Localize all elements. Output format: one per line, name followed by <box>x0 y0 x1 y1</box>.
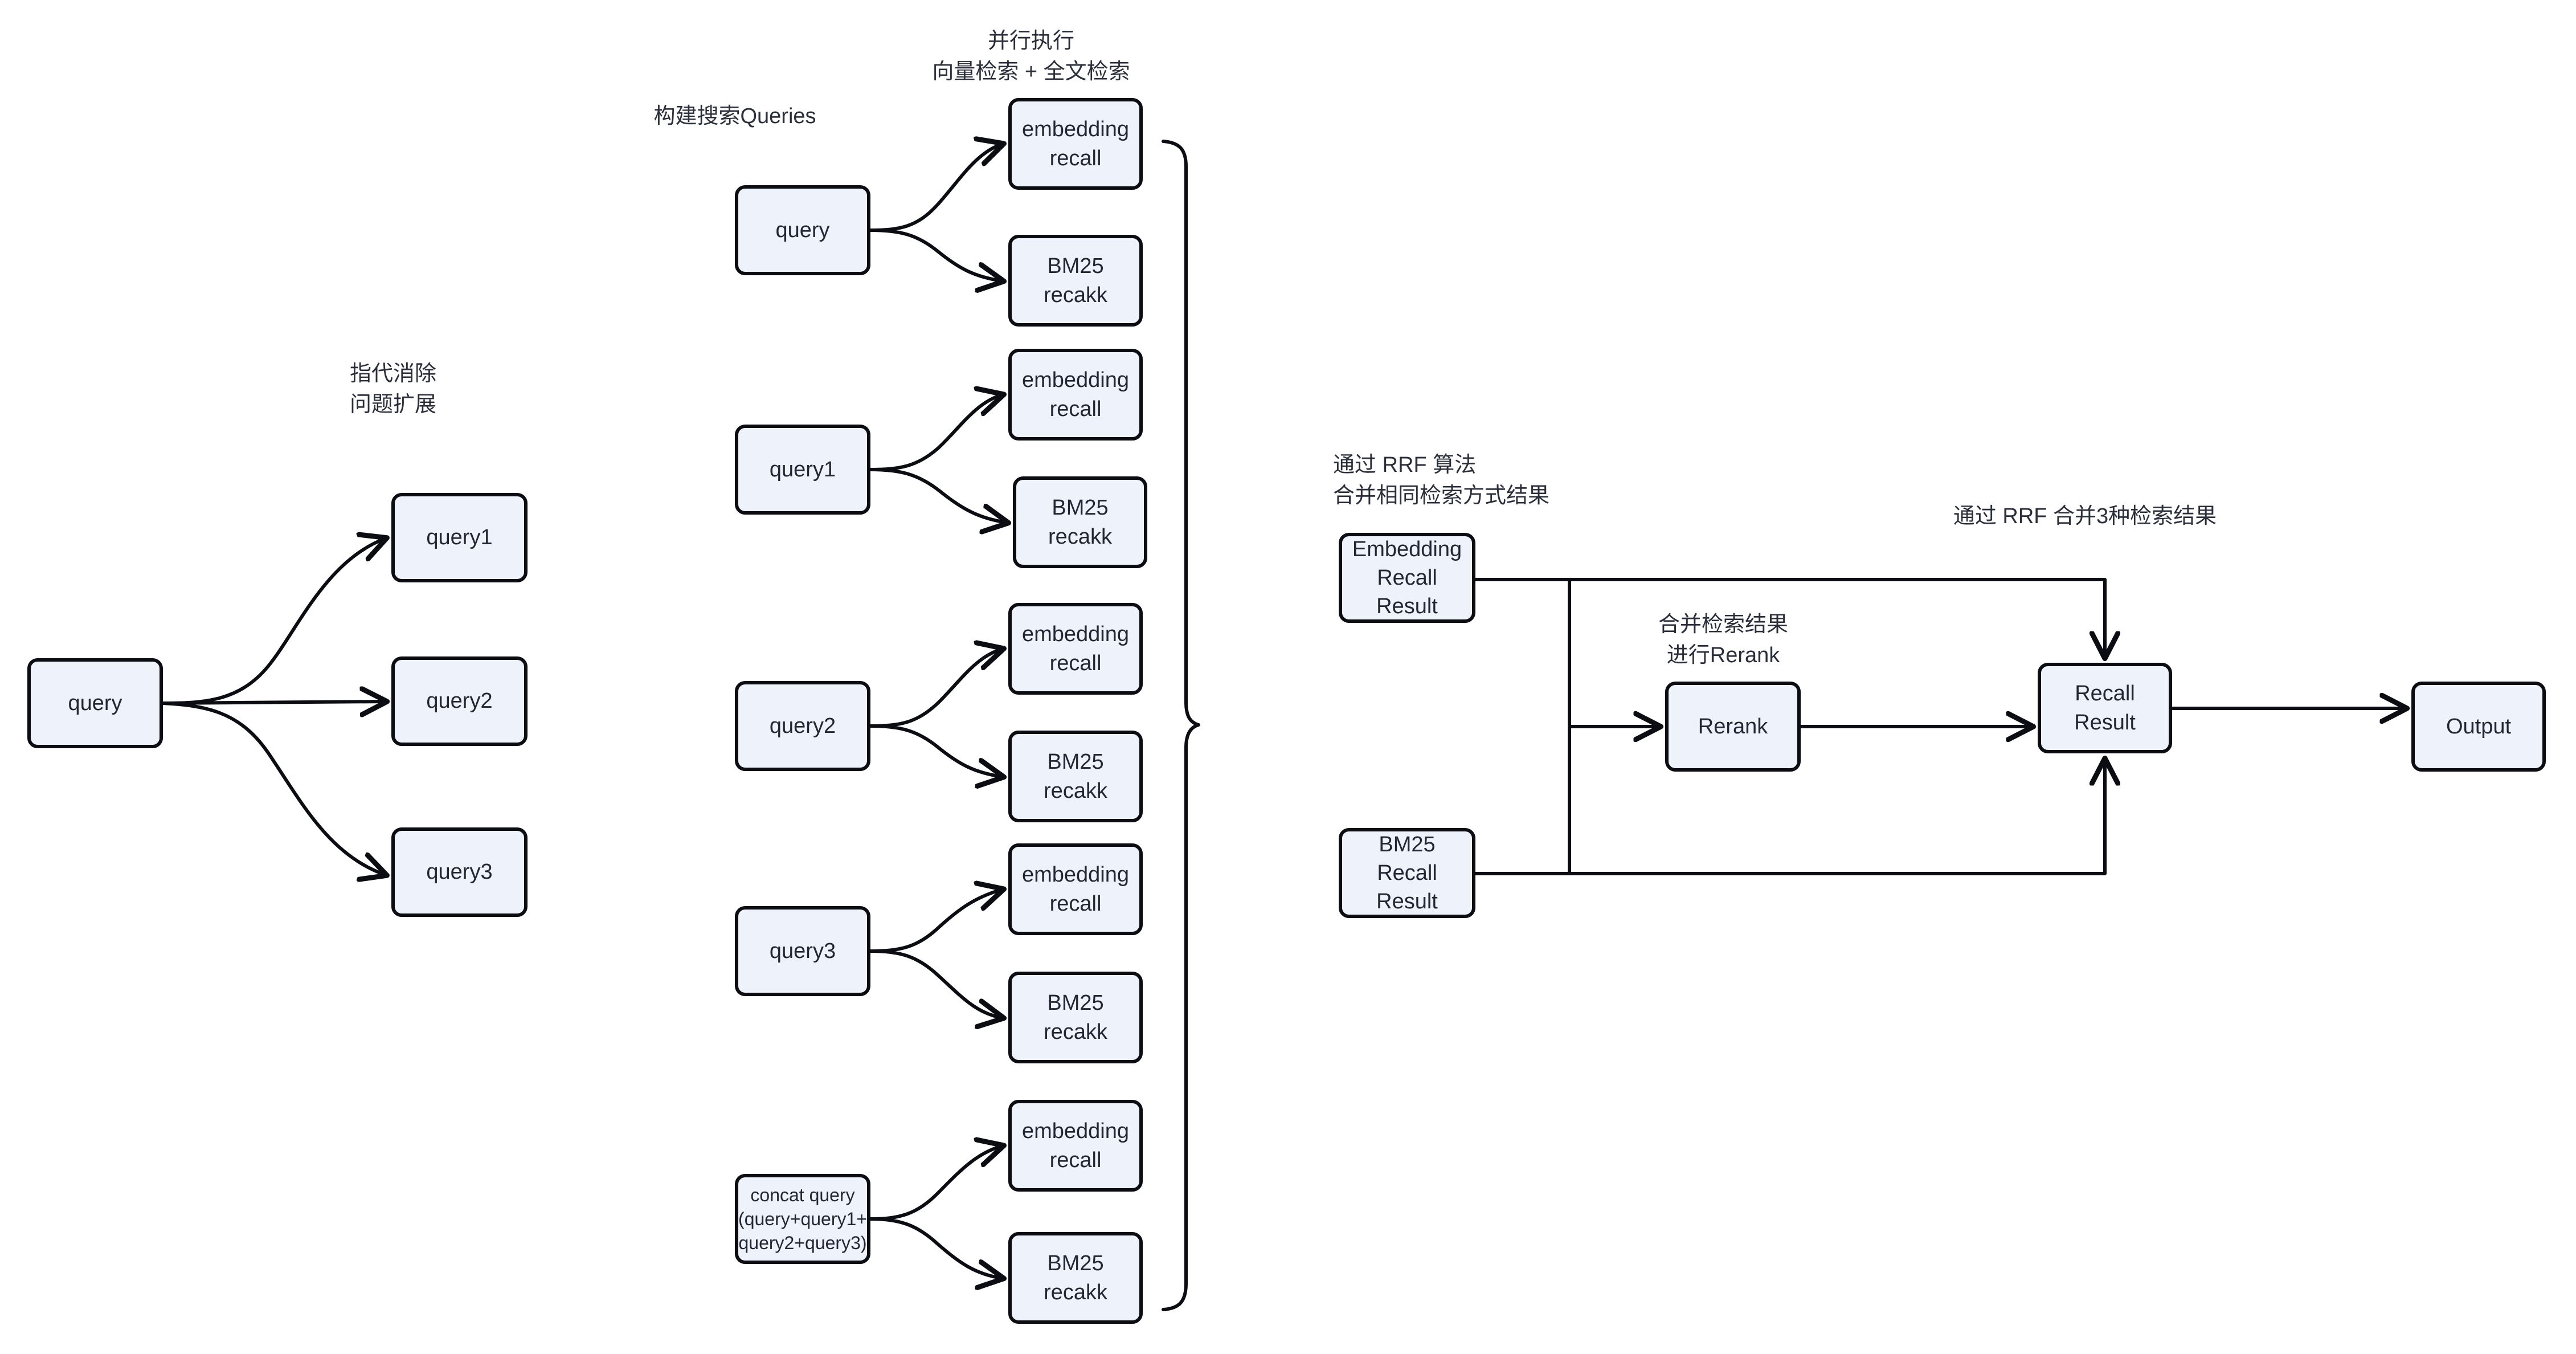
edge-midquery3-to-bm25-4 <box>869 949 1002 1018</box>
edge-query-to-query2 <box>161 702 385 703</box>
edge-query-to-query1 <box>161 539 385 705</box>
node-output[interactable]: Output <box>2411 682 2546 772</box>
node-embedding-recall-2[interactable]: embedding recall <box>1008 349 1143 441</box>
edge-trunk-to-rerank <box>1568 578 1659 875</box>
edge-midquery1-to-emb2 <box>869 395 1002 471</box>
node-embedding-recall-1[interactable]: embedding recall <box>1008 98 1143 190</box>
node-bm25-recall-5[interactable]: BM25 recakk <box>1008 1232 1143 1324</box>
node-embedding-recall-4[interactable]: embedding recall <box>1008 843 1143 935</box>
edge-midquery2-to-emb3 <box>869 649 1002 728</box>
node-embedding-recall-result[interactable]: Embedding Recall Result <box>1339 533 1475 623</box>
note-parallel-execution: 并行执行 向量检索 + 全文检索 <box>932 29 1130 84</box>
node-bm25-recall-4[interactable]: BM25 recakk <box>1008 972 1143 1063</box>
edge-midquery2-to-bm25-3 <box>869 724 1002 777</box>
node-bm25-recall-1[interactable]: BM25 recakk <box>1008 235 1143 327</box>
node-embedding-recall-5[interactable]: embedding recall <box>1008 1100 1143 1192</box>
edge-midquery-to-emb1 <box>869 144 1002 232</box>
edge-midquery1-to-bm25-2 <box>869 468 1007 523</box>
recall-group-brace <box>1162 140 1200 1311</box>
node-mid-query2[interactable]: query2 <box>735 681 870 771</box>
edge-embresult-to-recallresult <box>1474 578 2105 656</box>
node-bm25-recall-2[interactable]: BM25 recakk <box>1013 476 1147 568</box>
note-rewrite: 指代消除 问题扩展 <box>349 362 436 417</box>
node-query2-left[interactable]: query2 <box>391 656 528 746</box>
node-query3-left[interactable]: query3 <box>391 827 528 917</box>
node-mid-query3[interactable]: query3 <box>735 906 870 996</box>
edge-midquery3-to-emb4 <box>869 890 1002 953</box>
note-build-queries: 构建搜索Queries <box>653 104 816 128</box>
edge-query-to-query3 <box>161 702 385 875</box>
edge-concat-to-bm25-5 <box>869 1217 1002 1278</box>
node-recall-result[interactable]: Recall Result <box>2038 663 2172 753</box>
node-mid-query1[interactable]: query1 <box>735 425 870 515</box>
node-embedding-recall-3[interactable]: embedding recall <box>1008 603 1143 695</box>
note-rrf-three-results: 通过 RRF 合并3种检索结果 <box>1953 504 2217 528</box>
edge-midquery-to-bm25-1 <box>869 229 1002 281</box>
node-mid-query[interactable]: query <box>735 185 870 275</box>
node-query1-left[interactable]: query1 <box>391 493 528 582</box>
node-bm25-recall-3[interactable]: BM25 recakk <box>1008 731 1143 822</box>
node-mid-concat-query[interactable]: concat query (query+query1+ query2+query… <box>735 1174 870 1264</box>
node-query-root[interactable]: query <box>27 658 163 748</box>
edge-bm25result-to-recallresult <box>1474 760 2105 875</box>
note-rrf-same-method: 通过 RRF 算法 合并相同检索方式结果 <box>1333 453 1550 508</box>
note-merge-rerank: 合并检索结果 进行Rerank <box>1658 613 1788 667</box>
edge-concat-to-emb5 <box>869 1146 1002 1221</box>
node-rerank[interactable]: Rerank <box>1665 682 1801 772</box>
node-bm25-recall-result[interactable]: BM25 Recall Result <box>1339 828 1475 918</box>
